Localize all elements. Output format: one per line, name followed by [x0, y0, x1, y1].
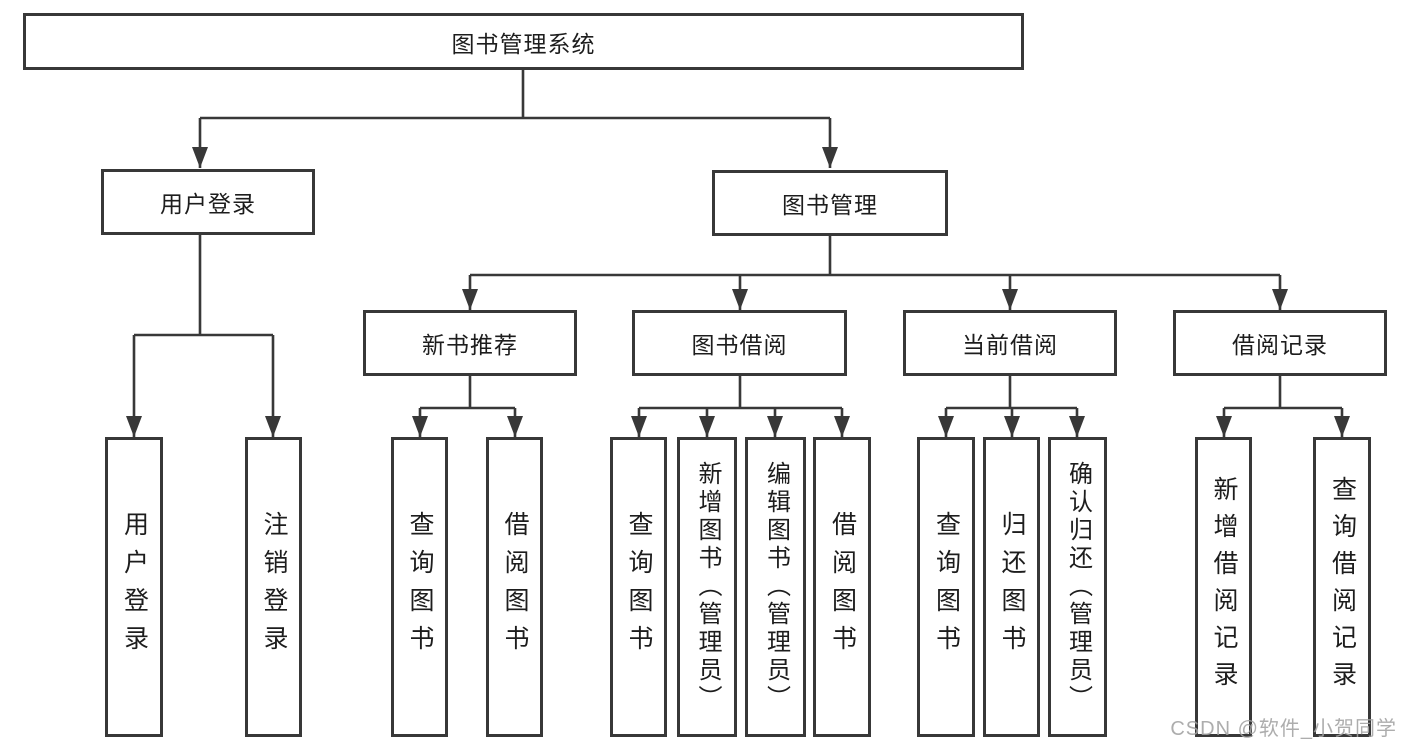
node-label: 用户登录 — [160, 191, 256, 217]
leaf-label: 查询图书 — [932, 511, 961, 663]
leaf-query-borrow-record: 查询借阅记录 — [1313, 437, 1371, 737]
leaf-label: 新增图书（管理员） — [694, 461, 721, 713]
leaf-label: 归还图书 — [998, 511, 1026, 663]
leaf-logout: 注销登录 — [245, 437, 302, 737]
leaf-label: 新增借阅记录 — [1210, 476, 1238, 698]
csdn-watermark: CSDN @软件_小贺同学 — [1170, 718, 1397, 740]
arrowhead-icons — [126, 147, 1350, 437]
leaf-label: 查询图书 — [625, 511, 653, 663]
leaf-label: 查询借阅记录 — [1328, 476, 1357, 698]
node-borrowing-records: 借阅记录 — [1173, 310, 1387, 376]
leaf-label: 借阅图书 — [501, 511, 529, 663]
leaf-query-books-current: 查询图书 — [917, 437, 975, 737]
node-new-book-recommendation: 新书推荐 — [363, 310, 577, 376]
leaf-edit-books-admin: 编辑图书（管理员） — [745, 437, 806, 737]
leaf-confirm-return-admin: 确认归还（管理员） — [1048, 437, 1107, 737]
node-current-borrowing: 当前借阅 — [903, 310, 1117, 376]
leaf-label: 注销登录 — [260, 511, 288, 663]
leaf-borrow-books: 借阅图书 — [813, 437, 871, 737]
leaf-label: 确认归还（管理员） — [1064, 461, 1092, 713]
node-library-management-system: 图书管理系统 — [23, 13, 1024, 70]
leaf-query-books-recommend: 查询图书 — [391, 437, 448, 737]
leaf-add-borrow-record: 新增借阅记录 — [1195, 437, 1252, 737]
leaf-user-login: 用户登录 — [105, 437, 163, 737]
node-label: 图书管理 — [782, 192, 878, 218]
leaf-label: 查询图书 — [406, 511, 434, 663]
tree-connector-lines — [132, 70, 1344, 437]
node-label: 图书管理系统 — [451, 30, 596, 57]
node-label: 当前借阅 — [962, 332, 1058, 358]
node-label: 图书借阅 — [691, 332, 788, 358]
node-book-management: 图书管理 — [712, 170, 948, 236]
node-book-borrowing: 图书借阅 — [632, 310, 847, 376]
leaf-label: 用户登录 — [120, 511, 149, 663]
node-label: 新书推荐 — [422, 332, 518, 358]
leaf-add-books-admin: 新增图书（管理员） — [677, 437, 737, 737]
leaf-label: 编辑图书（管理员） — [762, 461, 790, 713]
leaf-borrow-books-recommend: 借阅图书 — [486, 437, 543, 737]
leaf-query-books-borrow: 查询图书 — [610, 437, 667, 737]
leaf-label: 借阅图书 — [828, 511, 857, 663]
node-label: 借阅记录 — [1232, 332, 1328, 358]
node-user-login: 用户登录 — [101, 169, 315, 235]
leaf-return-books: 归还图书 — [983, 437, 1040, 737]
